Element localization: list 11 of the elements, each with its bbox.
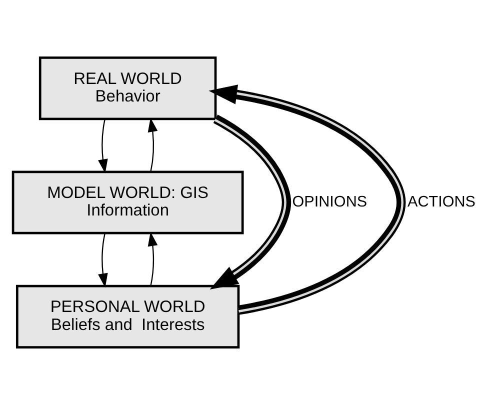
arrow: [148, 232, 158, 286]
arrow: [98, 119, 108, 174]
node-box: MODEL WORLD: GIS Information: [12, 170, 244, 234]
node-box: PERSONAL WORLD Beliefs and Interests: [16, 284, 240, 348]
edge-label: ACTIONS: [408, 194, 476, 210]
arrow: [208, 84, 406, 315]
edge-label: OPINIONS: [292, 194, 368, 210]
arrow: [98, 234, 108, 288]
node-box: REAL WORLD Behavior: [38, 56, 217, 120]
arrow: [210, 114, 292, 290]
arrow: [148, 118, 158, 172]
